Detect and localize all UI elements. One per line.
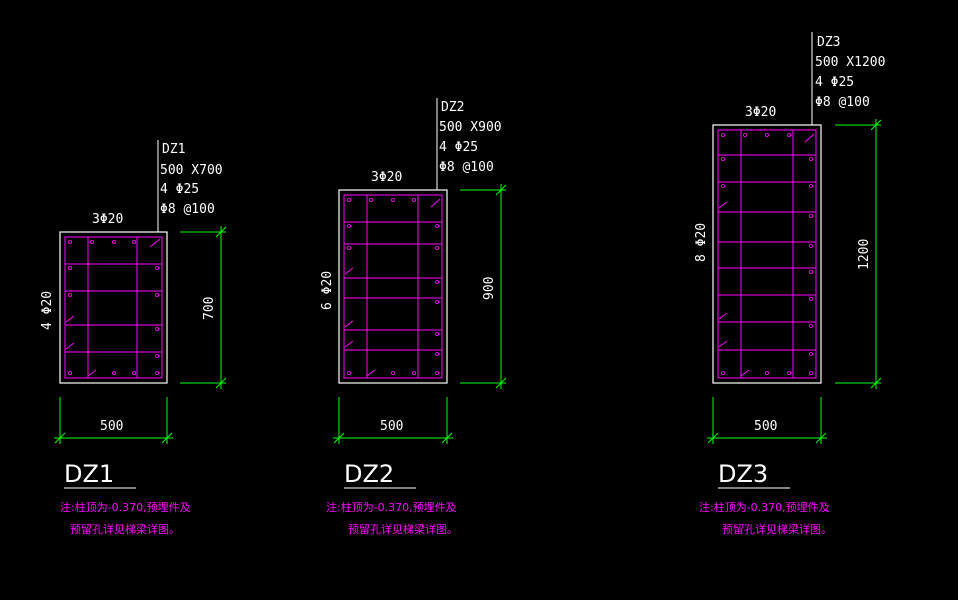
spec-main: 4 Φ25 <box>815 75 854 90</box>
section-outline <box>59 231 168 384</box>
height-dim-text: 900 <box>482 277 497 300</box>
width-dimension <box>707 397 827 444</box>
spec-main: 4 Φ25 <box>439 140 478 155</box>
top-bars-label: 3Φ20 <box>371 170 402 185</box>
rebar-ties <box>718 130 816 378</box>
note-line-1: 注:柱顶为-0.370,预埋件及 <box>326 500 457 514</box>
spec-name: DZ2 <box>441 100 464 115</box>
note-line-2: 预留孔详见梯梁详图。 <box>722 522 832 536</box>
spec-stirrup: Φ8 @100 <box>439 160 494 175</box>
note-line-1: 注:柱顶为-0.370,预埋件及 <box>699 500 830 514</box>
height-dimension <box>180 226 227 389</box>
height-dim-text: 1200 <box>857 239 872 270</box>
spec-stirrup: Φ8 @100 <box>815 95 870 110</box>
width-dim-text: 500 <box>754 419 777 434</box>
note-line-2: 预留孔详见梯梁详图。 <box>70 522 180 536</box>
column-title: DZ2 <box>344 460 394 488</box>
width-dim-text: 500 <box>380 419 403 434</box>
stirrup <box>717 129 817 379</box>
stirrup <box>64 236 163 379</box>
spec-main: 4 Φ25 <box>160 182 199 197</box>
spec-size: 500 X700 <box>160 163 223 178</box>
spec-stirrup: Φ8 @100 <box>160 202 215 217</box>
rebar-dots <box>68 239 159 375</box>
side-bars-label: 6 Φ20 <box>320 271 335 310</box>
width-dimension <box>333 397 453 444</box>
width-dimension <box>54 397 173 444</box>
rebar-ties <box>65 237 162 378</box>
section-outline <box>338 189 448 384</box>
column-dz2[interactable]: DZ2 500 X900 4 Φ25 Φ8 @100 3Φ20 6 Φ20 <box>320 98 507 536</box>
top-bars-label: 3Φ20 <box>745 105 776 120</box>
note-line-1: 注:柱顶为-0.370,预埋件及 <box>60 500 191 514</box>
top-bars-label: 3Φ20 <box>92 212 123 227</box>
spec-name: DZ3 <box>817 35 840 50</box>
note-line-2: 预留孔详见梯梁详图。 <box>348 522 458 536</box>
rebar-dots <box>346 197 439 375</box>
height-dimension <box>460 184 507 389</box>
rebar-dots <box>721 132 814 375</box>
column-title: DZ1 <box>64 460 114 488</box>
spec-size: 500 X900 <box>439 120 502 135</box>
section-outline <box>712 124 822 384</box>
width-dim-text: 500 <box>100 419 123 434</box>
column-dz3[interactable]: DZ3 500 X1200 4 Φ25 Φ8 @100 3Φ20 8 Φ20 <box>694 32 885 536</box>
spec-size: 500 X1200 <box>815 55 885 70</box>
height-dimension <box>835 119 882 389</box>
column-title: DZ3 <box>718 460 768 488</box>
column-dz1[interactable]: DZ1 500 X700 4 Φ25 Φ8 @100 3Φ20 4 Φ20 <box>40 140 227 536</box>
side-bars-label: 4 Φ20 <box>40 291 55 330</box>
stirrup <box>343 194 443 379</box>
rebar-ties <box>344 195 442 378</box>
spec-name: DZ1 <box>162 142 185 157</box>
side-bars-label: 8 Φ20 <box>694 223 709 262</box>
height-dim-text: 700 <box>202 297 217 320</box>
